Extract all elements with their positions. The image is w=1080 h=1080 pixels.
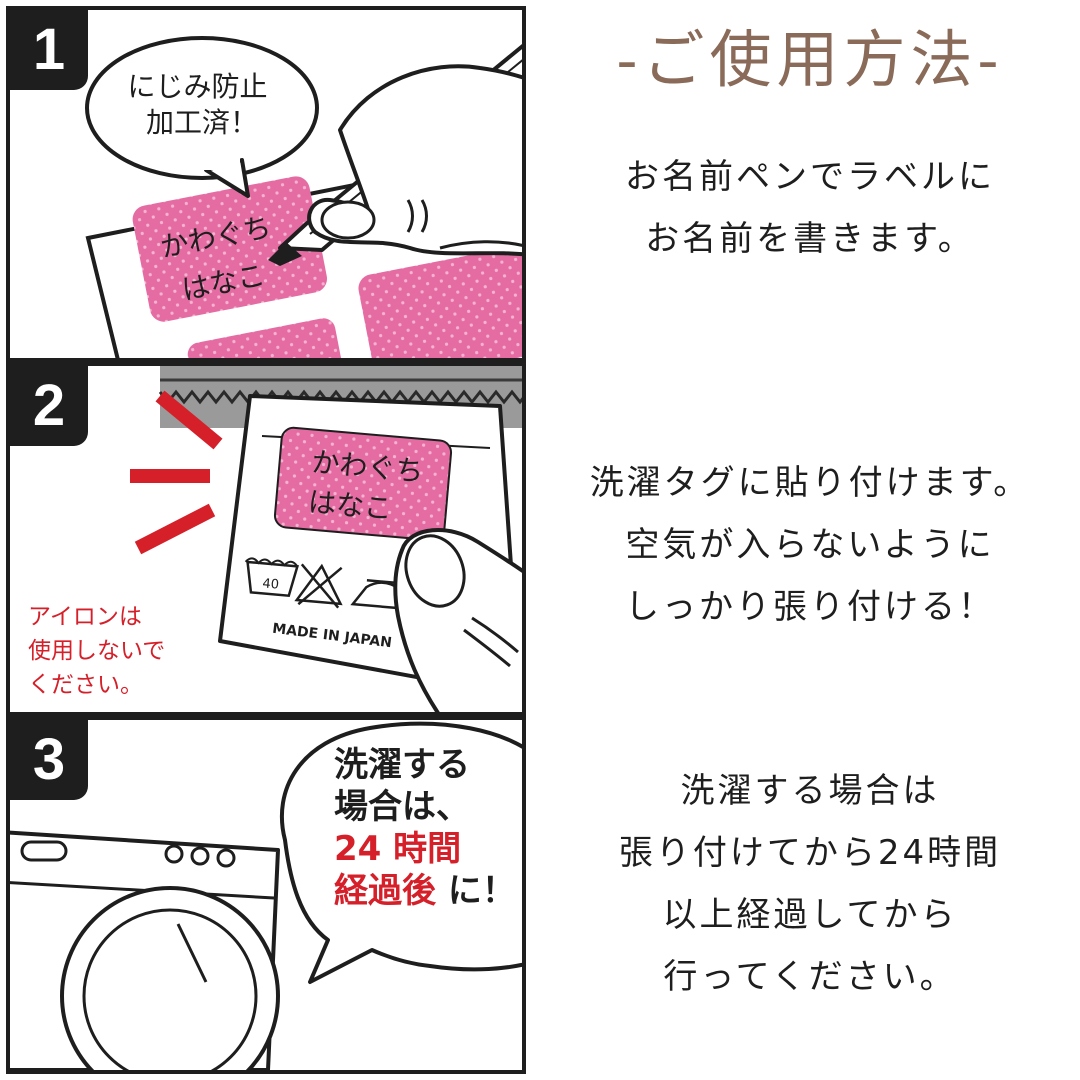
instruction-line: 以上経過してから [662, 895, 958, 935]
speech-bubble: にじみ防止 加工済！ [85, 36, 319, 198]
iron-warning-line: アイロンは [28, 604, 142, 630]
step-2-instructions: 洗濯タグに貼り付けます。 空気が入らないように しっかり張り付ける！ [540, 452, 1080, 638]
attach-tag-illustration: かわぐち はなこ 40 MADE IN JAPAN [130, 366, 522, 712]
washing-machine-illustration: 洗濯する 場合は、 24 時間 経過後 に！ [10, 721, 522, 1070]
bubble-text-line: 24 時間 [334, 829, 461, 869]
no-bleach-icon [294, 563, 343, 609]
iron-warning-line: 使用しないで [28, 638, 166, 664]
bubble-text-line: 洗濯する [334, 745, 470, 785]
bubble-text-line: に！ [448, 871, 516, 911]
bubble-text-line: にじみ防止 [128, 70, 268, 103]
write-name-illustration: かわぐち はなこ にじみ防止 加工済！ [85, 36, 522, 358]
bubble-text-line: 経過後 [334, 871, 437, 911]
step-number: 2 [10, 366, 88, 446]
instruction-line: しっかり張り付ける！ [625, 587, 995, 627]
iron-warning-note: アイロンは 使用しないで ください。 [28, 600, 165, 702]
instruction-line: お名前を書きます。 [645, 219, 975, 259]
pink-label [358, 247, 522, 358]
instruction-line: 空気が入らないように [625, 525, 995, 565]
pink-label [132, 176, 327, 322]
page-title: -ご使用方法- [616, 23, 1004, 96]
pink-label [273, 426, 453, 542]
instruction-line: 洗濯する場合は [680, 771, 940, 811]
speech-bubble: 洗濯する 場合は、 24 時間 経過後 に！ [279, 721, 522, 984]
svg-text:にじみ防止 加工済！: にじみ防止 加工済！ [128, 70, 277, 139]
bubble-text-line: 場合は、 [334, 787, 470, 827]
emphasis-lines-icon [130, 390, 223, 555]
svg-text:洗濯する 場合は、 24 時: 洗濯する 場合は、 24 時間 経過後 に！ [334, 745, 516, 911]
washing-machine-icon [10, 830, 280, 1070]
bubble-text-line: 加工済！ [146, 106, 258, 139]
wash-tub-icon: 40 [244, 557, 300, 598]
step-number: 1 [10, 10, 88, 90]
label-name-line: はなこ [307, 485, 394, 525]
thumb-icon [393, 528, 522, 712]
step-3-instructions: 洗濯する場合は 張り付けてから24時間 以上経過してから 行ってください。 [540, 760, 1080, 1008]
hand-icon [307, 64, 522, 257]
iron-warning-line: ください。 [28, 672, 143, 698]
step-number: 3 [10, 720, 88, 800]
step-3-panel: 3 洗濯する 場合は、 24 時間 経過後 に！ [6, 716, 526, 1074]
instruction-line: お名前ペンでラベルに [625, 157, 995, 197]
instruction-line: 洗濯タグに貼り付けます。 [589, 463, 1031, 503]
step-2-panel: 2 かわぐち はなこ 40 [6, 362, 526, 716]
step-1-instructions: お名前ペンでラベルに お名前を書きます。 [540, 146, 1080, 270]
pink-label [187, 318, 343, 358]
instruction-line: 行ってください。 [663, 957, 957, 997]
instruction-line: 張り付けてから24時間 [618, 833, 1002, 873]
wash-temp: 40 [262, 576, 280, 592]
step-1-panel: 1 かわぐち はなこ にじみ防止 加工済！ [6, 6, 526, 362]
